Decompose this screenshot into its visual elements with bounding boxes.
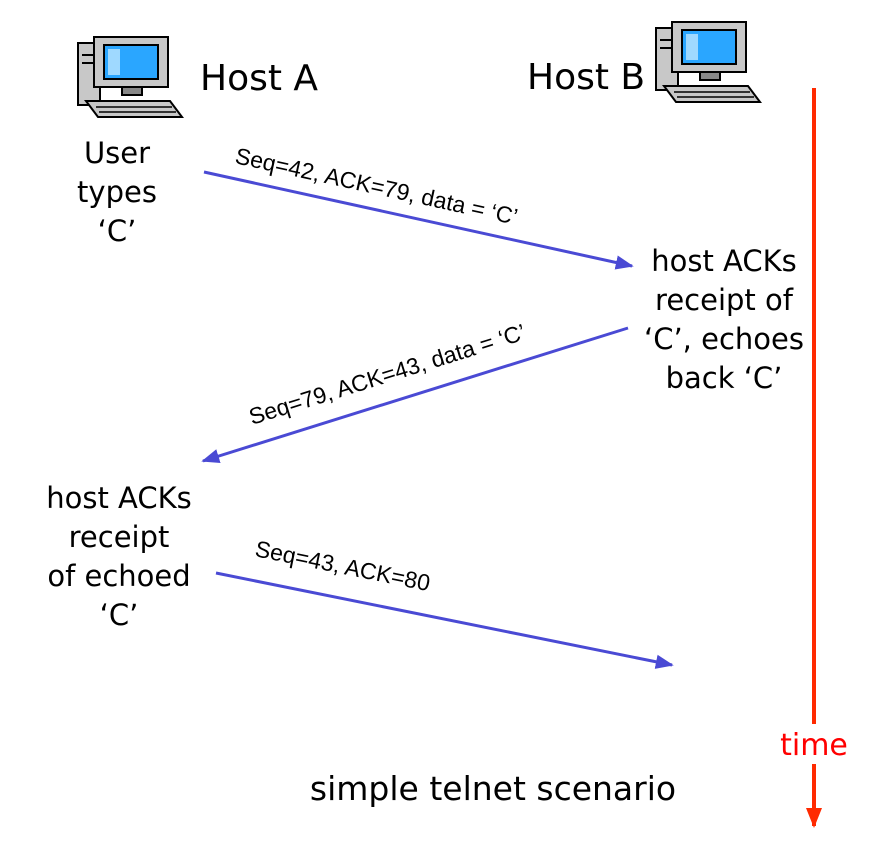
host-a-computer-icon xyxy=(77,36,183,118)
host-b-computer-icon xyxy=(655,21,761,103)
note-line: receipt xyxy=(69,520,170,554)
time-label: time xyxy=(780,728,848,763)
note-line: ‘C’ xyxy=(98,214,137,248)
message-3-arrow xyxy=(215,571,674,669)
message-2-arrow xyxy=(201,326,629,464)
note-line: ‘C’, echoes xyxy=(644,322,804,356)
message-2-label: Seq=79, ACK=43, data = ‘C’ xyxy=(246,319,529,430)
note-host-b-acks: host ACKs receipt of ‘C’, echoes back ‘C… xyxy=(644,244,804,395)
time-label-backdrop xyxy=(772,724,856,764)
note-line: User xyxy=(84,136,150,170)
note-line: receipt of xyxy=(655,283,794,317)
note-line: back ‘C’ xyxy=(666,361,783,395)
note-line: host ACKs xyxy=(46,481,192,515)
note-line: ‘C’ xyxy=(100,598,139,632)
host-a-label: Host A xyxy=(200,58,318,99)
note-host-a-acks: host ACKs receipt of echoed ‘C’ xyxy=(46,481,192,632)
message-1-arrow xyxy=(203,170,634,270)
note-line: of echoed xyxy=(47,559,190,593)
host-b-label: Host B xyxy=(527,57,645,98)
note-line: types xyxy=(77,175,157,209)
message-1-label: Seq=42, ACK=79, data = ‘C’ xyxy=(233,142,520,229)
note-user-types: User types ‘C’ xyxy=(77,136,157,248)
diagram-caption: simple telnet scenario xyxy=(310,769,676,808)
note-line: host ACKs xyxy=(651,244,797,278)
